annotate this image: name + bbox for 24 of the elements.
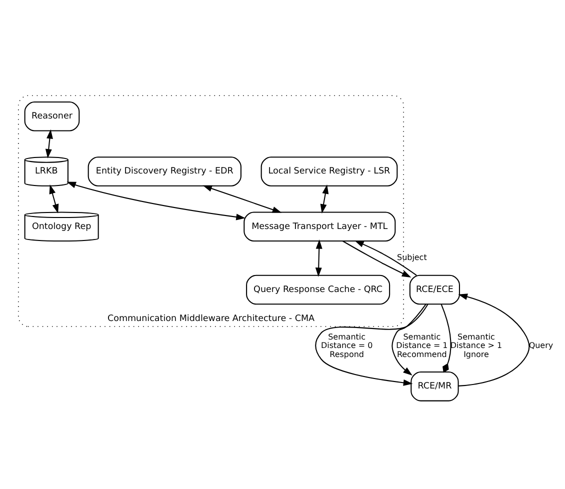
arrow [202,184,282,212]
edge-label: Semantic Distance > 1 Ignore [450,332,502,358]
edge-label: Semantic Distance = 0 Respond [320,332,373,358]
node-box: RCE/MR [410,371,459,401]
arrow [315,303,428,386]
arrow [66,181,246,220]
arrow [315,239,322,276]
node-box: Local Service Registry - LSR [260,156,398,186]
arrow [392,303,426,376]
arrow [354,240,417,276]
arrow [49,184,59,213]
edge-label: Subject [397,252,427,262]
node-box: Reasoner [24,100,80,131]
arrow [342,240,412,278]
arrow [320,184,329,213]
node-box: Query Response Cache - QRC [246,274,390,304]
node-box: RCE/ECE [409,274,460,304]
node-box: Entity Discovery Registry - EDR [88,156,242,186]
connector [440,304,452,372]
node-box: Message Transport Layer - MTL [244,211,396,242]
edge-label: Semantic Distance = 1 Recommend [396,332,448,358]
arrow [458,293,530,386]
edge-label: Query [528,340,554,350]
arrow [45,128,53,158]
